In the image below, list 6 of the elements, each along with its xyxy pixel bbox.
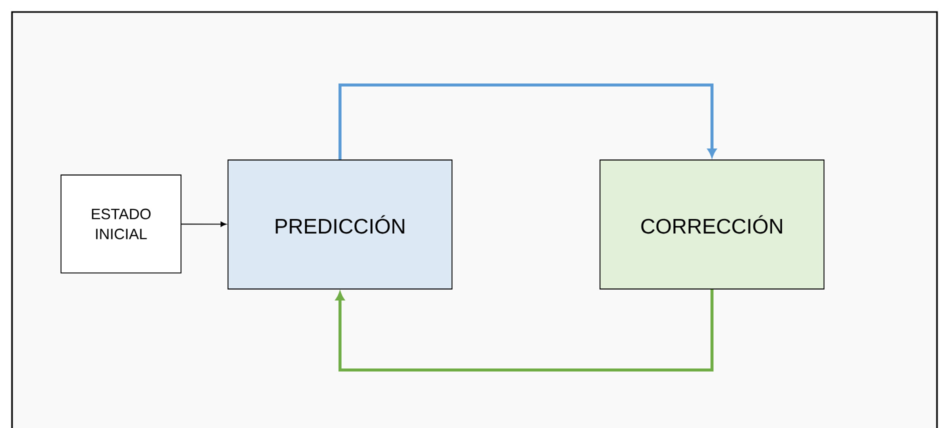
arrow <box>338 84 716 160</box>
arrow <box>336 289 714 372</box>
arrow <box>181 222 226 227</box>
process-box: CORRECCIÓN <box>600 160 824 290</box>
process-box: PREDICCIÓN <box>228 160 452 290</box>
process-box: ESTADO INICIAL <box>60 174 182 274</box>
